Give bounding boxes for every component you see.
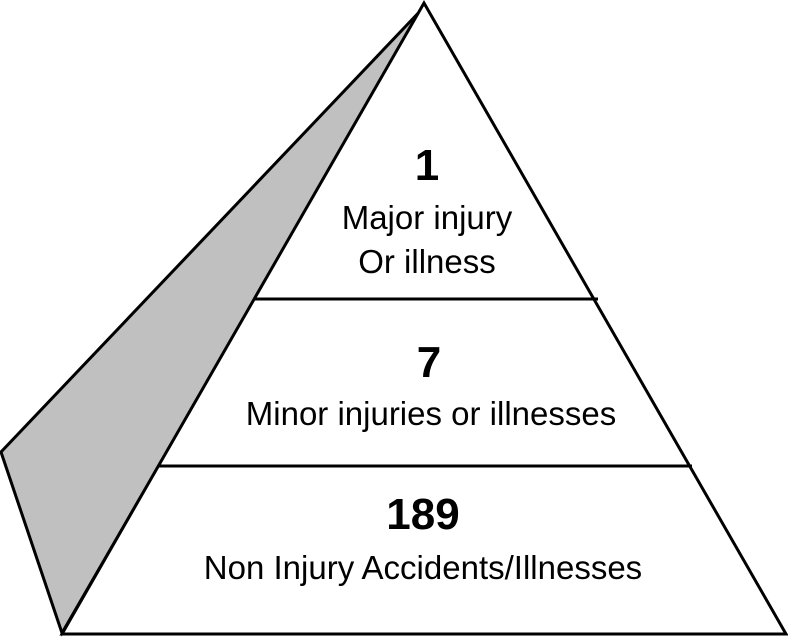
pyramid-front-face [59, 0, 788, 636]
tier-top-count: 1 [415, 141, 439, 190]
tier-top-label-line-2: Or illness [358, 243, 496, 280]
tier-bottom-count: 189 [386, 490, 459, 539]
tier-middle: 7 Minor injuries or illnesses [246, 338, 616, 432]
tier-middle-label-line-1: Minor injuries or illnesses [246, 395, 616, 432]
tier-top-label-line-1: Major injury [342, 199, 513, 236]
tier-middle-count: 7 [417, 338, 441, 387]
tier-bottom: 189 Non Injury Accidents/Illnesses [204, 490, 642, 586]
tier-bottom-label-line-1: Non Injury Accidents/Illnesses [204, 549, 642, 586]
tier-top: 1 Major injury Or illness [342, 141, 513, 280]
